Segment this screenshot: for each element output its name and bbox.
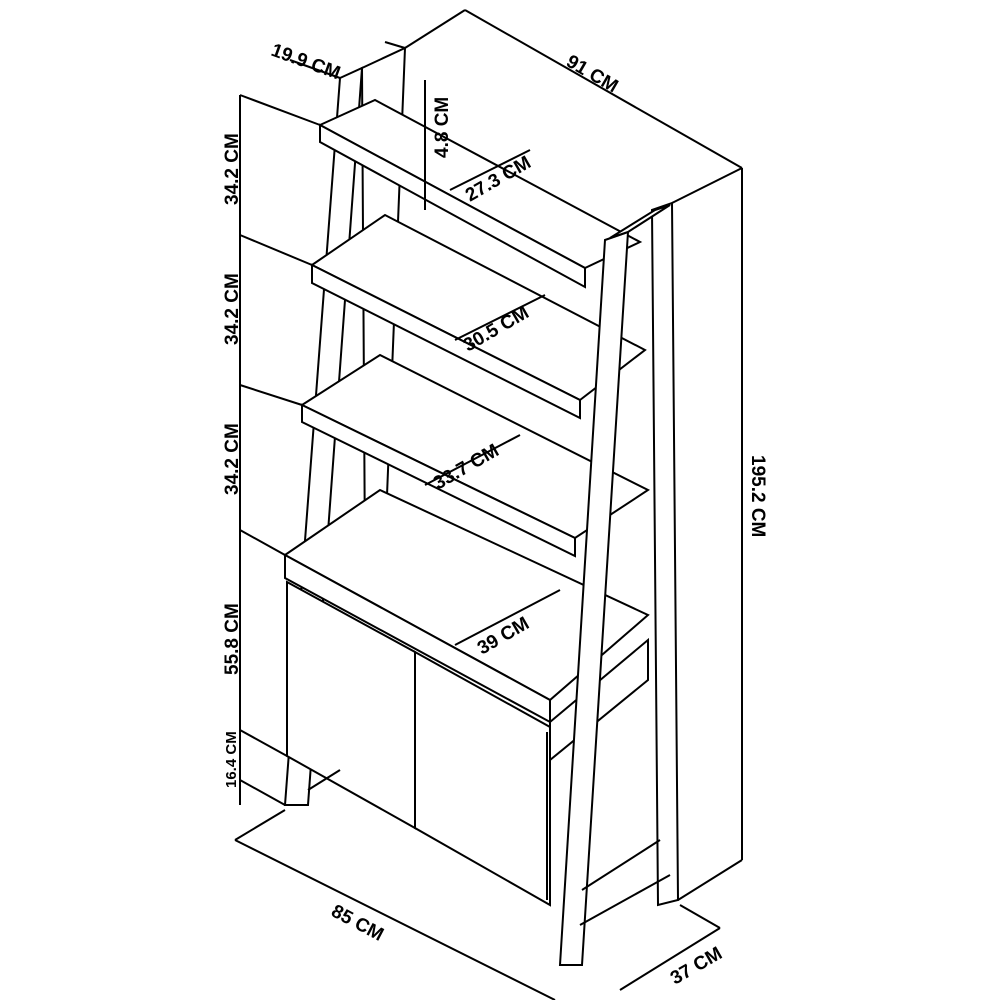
dim-shelf-spacing-3: 34.2 CM <box>222 423 243 495</box>
dim-cabinet-height: 55.8 CM <box>222 603 243 675</box>
shelf-3-edge <box>301 403 576 558</box>
dimension-lines <box>234 9 743 1000</box>
dim-shelf-thickness: 4.8 CM <box>432 97 453 158</box>
dim-overall-width: 91 CM <box>563 51 622 97</box>
back-right-leg <box>650 201 680 907</box>
dim-shelf-spacing-1: 34.2 CM <box>222 133 243 205</box>
dim-overall-height: 195.2 CM <box>747 455 768 537</box>
cabinet-door-right <box>414 650 551 907</box>
front-right-leg-side <box>609 204 671 239</box>
dim-shelf-spacing-2: 34.2 CM <box>222 273 243 345</box>
dim-leg-clearance: 16.4 CM <box>223 731 240 788</box>
top-shelf-edge <box>319 123 586 289</box>
dim-base-depth: 37 CM <box>667 943 726 989</box>
shelf-2-edge <box>311 263 581 420</box>
dim-cabinet-width: 85 CM <box>328 901 387 946</box>
dim-shelf-depth-top: 19.9 CM <box>268 40 343 84</box>
